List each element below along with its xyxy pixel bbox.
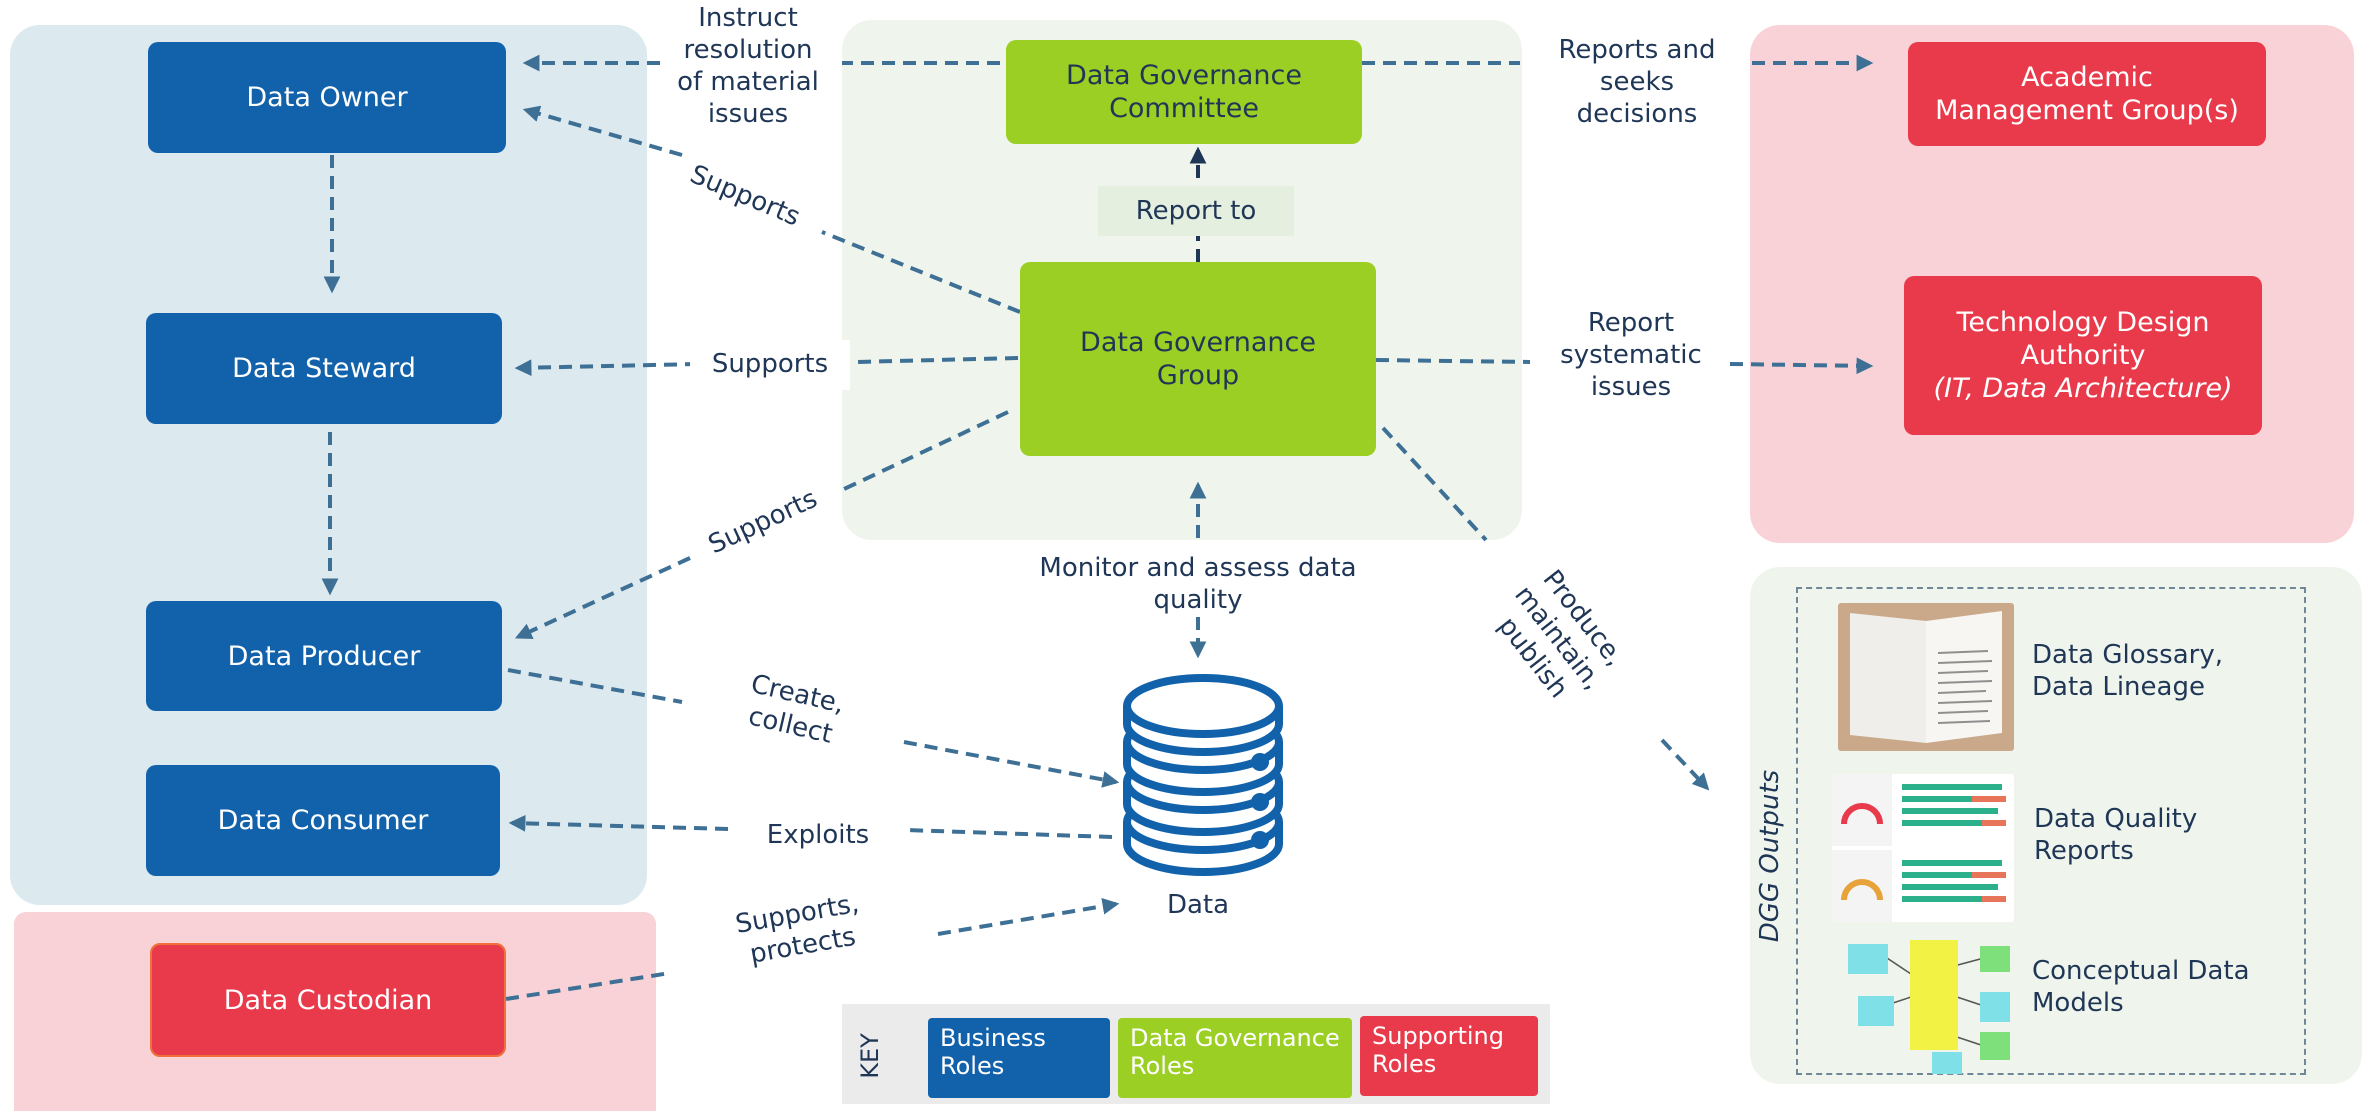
key-business-roles: Business Roles <box>928 1018 1110 1098</box>
output-quality-line2: Reports <box>2034 836 2134 866</box>
arrow-producer-create-head <box>903 740 1120 788</box>
arrow-custodian-tail <box>505 971 671 1001</box>
arrow-custodian-head <box>937 897 1120 936</box>
committee-box: Data Governance Committee <box>1006 40 1362 144</box>
arrow-group-to-tda-head <box>1729 357 1874 375</box>
report-systematic-line1: Report <box>1587 308 1675 338</box>
data-producer-box: Data Producer <box>146 601 502 711</box>
output-model-line1: Conceptual Data <box>2032 956 2250 986</box>
data-consumer-box: Data Consumer <box>146 765 500 876</box>
arrow-exploits-tail <box>905 828 1113 839</box>
academic-label-line1: Academic <box>2021 62 2153 93</box>
reports-seeks-line2: seeks <box>1599 67 1675 97</box>
academic-box: Academic Management Group(s) <box>1908 42 2266 146</box>
key-governance-roles: Data Governance Roles <box>1118 1018 1352 1098</box>
output-glossary-line1: Data Glossary, <box>2032 640 2223 670</box>
key-title: KEY <box>856 1033 884 1079</box>
data-custodian-box: Data Custodian <box>150 943 506 1057</box>
reports-seeks-line3: decisions <box>1576 99 1698 129</box>
arrow-group-supports-owner-tail <box>821 230 1021 314</box>
group-label-line1: Data Governance <box>1080 327 1316 358</box>
report-to-label-bg <box>1098 186 1294 236</box>
exploits-label: Exploits <box>766 820 870 850</box>
key-governance-line2: Roles <box>1130 1052 1195 1080</box>
arrow-produce-tail <box>1381 426 1488 542</box>
key-governance-line1: Data Governance <box>1130 1024 1340 1052</box>
instruct-line2: resolution <box>683 35 813 65</box>
committee-label-line1: Data Governance <box>1066 60 1302 91</box>
tda-label-line3: (IT, Data Architecture) <box>1933 373 2233 404</box>
committee-label-line2: Committee <box>1109 93 1259 124</box>
monitor-line2: quality <box>1153 585 1243 615</box>
reports-seeks-label: Reports and seeks decisions <box>1530 34 1744 130</box>
data-producer-label: Data Producer <box>227 640 421 672</box>
tda-box: Technology Design Authority (IT, Data Ar… <box>1904 276 2262 435</box>
report-systematic-line3: issues <box>1590 372 1672 402</box>
arrow-exploits-head <box>508 814 729 832</box>
arrow-producer-create-tail <box>507 668 683 704</box>
instruct-line4: issues <box>707 99 789 129</box>
monitor-label: Monitor and assess data quality <box>1018 552 1378 616</box>
arrow-group-supports-producer-tail <box>841 410 1009 492</box>
conceptual-model-thumbnail <box>1844 936 2014 1076</box>
key-supporting-line1: Supporting <box>1372 1022 1504 1050</box>
data-steward-label: Data Steward <box>232 353 416 384</box>
arrow-group-supports-producer-head <box>514 556 691 640</box>
key-supporting-line2: Roles <box>1372 1050 1437 1078</box>
arrow-group-supports-owner-head <box>522 105 683 157</box>
data-consumer-label: Data Consumer <box>217 805 429 836</box>
data-custodian-label: Data Custodian <box>223 984 433 1016</box>
supports-steward-label: Supports <box>711 349 829 379</box>
group-label-line2: Group <box>1156 360 1240 391</box>
output-quality-line1: Data Quality <box>2034 804 2198 834</box>
key-business-line1: Business <box>940 1024 1046 1052</box>
data-label: Data <box>1166 890 1230 920</box>
group-box: Data Governance Group <box>1020 262 1376 456</box>
output-quality-label: Data Quality Reports <box>2034 803 2197 867</box>
output-glossary-label: Data Glossary, Data Lineage <box>2032 639 2223 703</box>
tda-label-line1: Technology Design <box>1956 307 2210 338</box>
data-owner-box: Data Owner <box>148 42 506 153</box>
instruct-line3: of material <box>677 67 819 97</box>
data-steward-box: Data Steward <box>146 313 502 424</box>
supports-steward-label-bg <box>690 340 850 390</box>
arrow-group-to-tda-tail <box>1375 358 1531 364</box>
reports-seeks-line1: Reports and <box>1558 35 1716 65</box>
key-business-line2: Roles <box>940 1052 1005 1080</box>
academic-label-line2: Management Group(s) <box>1935 95 2239 126</box>
monitor-line1: Monitor and assess data <box>1039 553 1357 583</box>
glossary-book-thumbnail <box>1838 603 2014 751</box>
dgg-outputs-frame <box>1796 587 2306 1075</box>
data-owner-label: Data Owner <box>246 82 408 113</box>
key-supporting-roles: Supporting Roles <box>1360 1016 1538 1096</box>
instruct-label: Instruct resolution of material issues <box>668 2 828 130</box>
quality-report-thumbnail <box>1832 774 2014 922</box>
output-model-label: Conceptual Data Models <box>2032 955 2250 1019</box>
output-glossary-line2: Data Lineage <box>2032 672 2205 702</box>
tda-label-line2: Authority <box>2020 340 2146 371</box>
output-model-line2: Models <box>2032 988 2124 1018</box>
instruct-line1: Instruct <box>698 3 798 33</box>
database-icon <box>1123 674 1283 876</box>
report-to-label: Report to <box>1135 196 1257 226</box>
report-systematic-label: Report systematic issues <box>1540 307 1722 403</box>
arrow-group-supports-steward-tail <box>855 356 1019 364</box>
report-systematic-line2: systematic <box>1560 340 1702 370</box>
arrow-group-supports-steward-head <box>514 359 699 377</box>
arrow-produce-head <box>1660 738 1710 791</box>
dgg-outputs-title: DGG Outputs <box>1755 769 1785 943</box>
